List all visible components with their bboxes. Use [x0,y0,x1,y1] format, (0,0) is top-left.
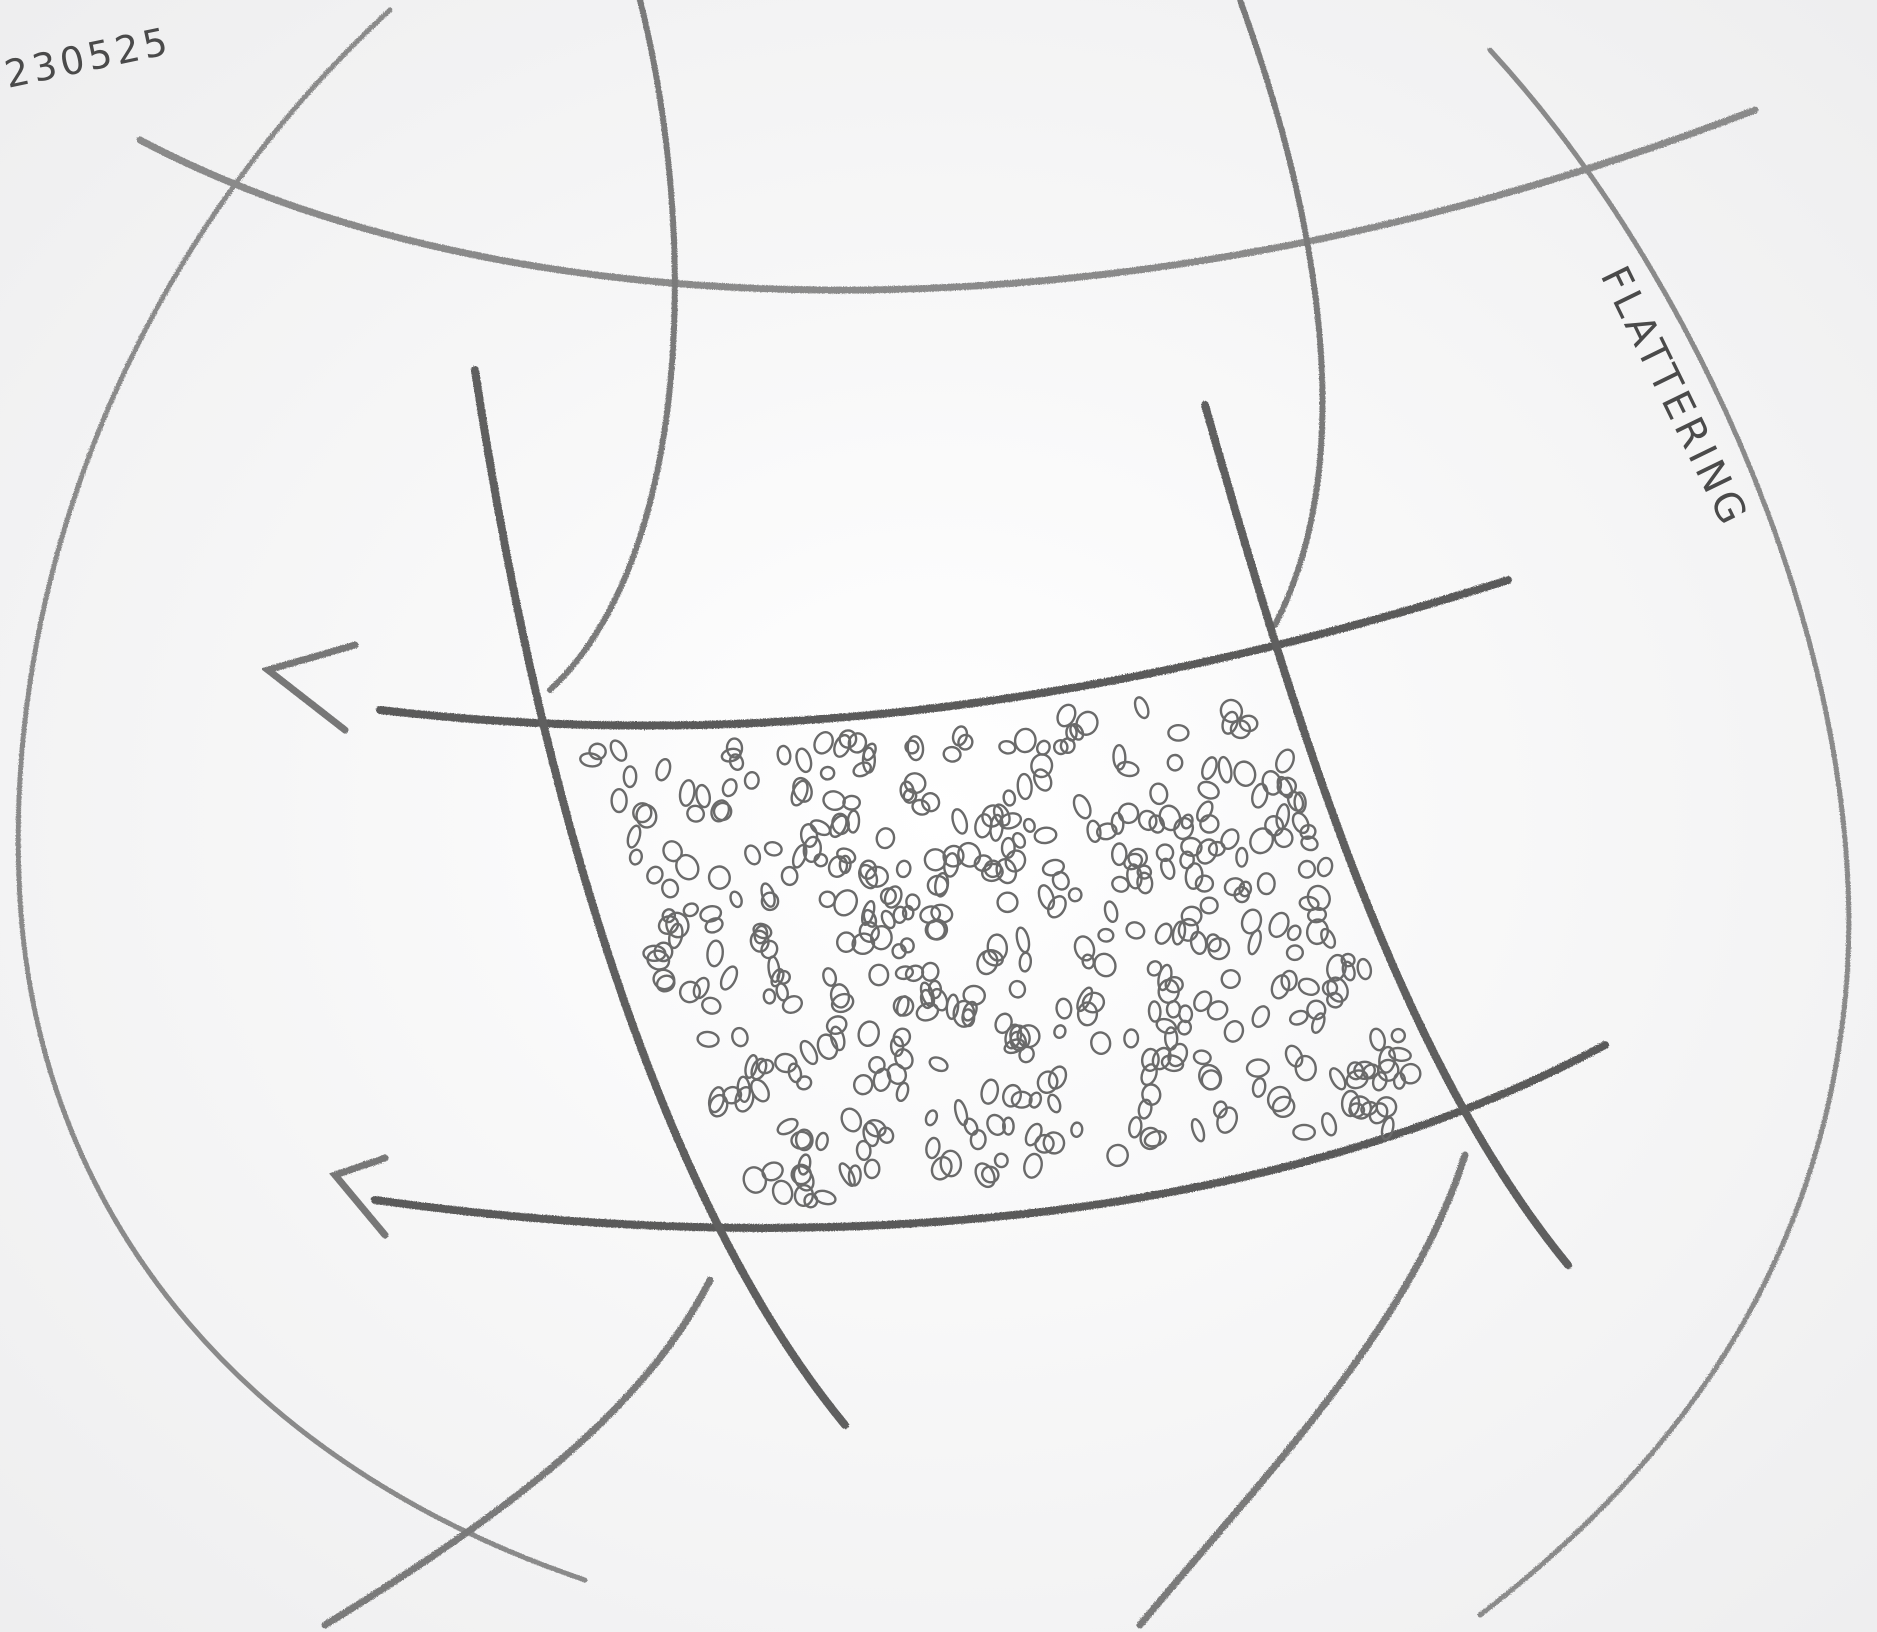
pencil-sketch-canvas: 230525 FLATTERING [0,0,1877,1632]
paper-background [0,0,1877,1632]
